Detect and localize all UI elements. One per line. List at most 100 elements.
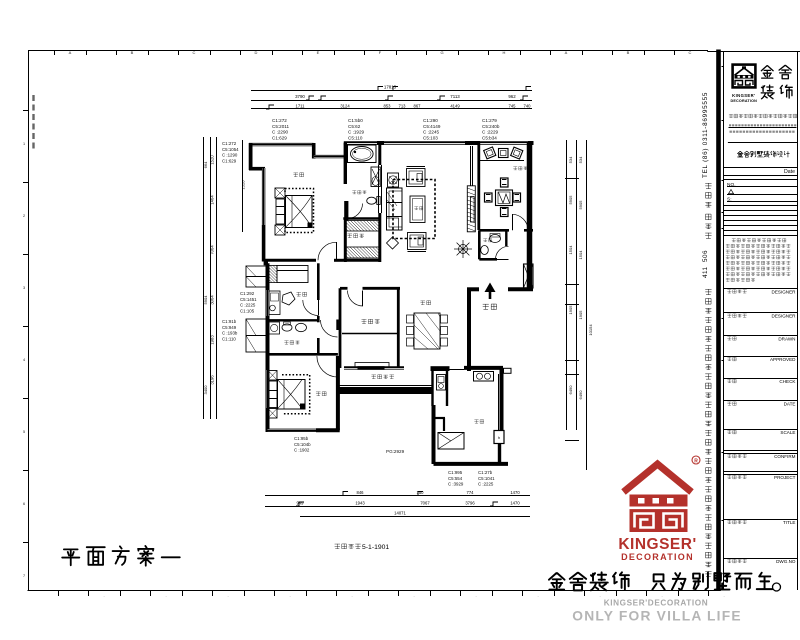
svg-text:745: 745 [509, 104, 517, 109]
svg-text:C: C [689, 50, 692, 55]
svg-text:.: . [227, 593, 228, 598]
svg-text:C :193b: C :193b [222, 331, 238, 336]
svg-text:.: . [661, 593, 662, 598]
svg-text:C5:4149: C5:4149 [423, 124, 441, 129]
svg-text:3790: 3790 [295, 94, 305, 99]
svg-text:1464: 1464 [210, 195, 215, 205]
svg-text:14071: 14071 [394, 511, 406, 516]
svg-text:1520: 1520 [241, 180, 246, 190]
svg-text:APPROVED: APPROVED [770, 357, 796, 362]
svg-text:1905: 1905 [578, 310, 583, 320]
svg-text:C1:629: C1:629 [272, 135, 287, 140]
svg-text:C1:290: C1:290 [423, 118, 438, 123]
svg-text:1711: 1711 [295, 104, 305, 109]
svg-text:C :1290: C :1290 [222, 153, 238, 158]
svg-text:CONFIRM: CONFIRM [774, 454, 796, 459]
svg-text:PG:2929: PG:2929 [386, 449, 405, 454]
svg-text:2: 2 [23, 214, 25, 218]
svg-text:PROJECT: PROJECT [774, 475, 796, 480]
svg-text:A: A [565, 50, 568, 55]
svg-text:3124: 3124 [340, 104, 350, 109]
svg-text:3: 3 [23, 286, 25, 290]
svg-text:C5:1054: C5:1054 [222, 147, 239, 152]
svg-text:C :2229: C :2229 [482, 130, 499, 135]
svg-text:C :3929: C :3929 [448, 482, 464, 487]
svg-text:F: F [379, 50, 382, 55]
svg-text:C1:629: C1:629 [222, 158, 237, 163]
svg-text:5904: 5904 [203, 295, 208, 305]
svg-text:C5:110: C5:110 [348, 135, 363, 140]
svg-text:1504: 1504 [568, 245, 573, 255]
svg-text:S:: S: [727, 196, 732, 202]
svg-text:DECORATION: DECORATION [731, 99, 758, 103]
svg-text:949: 949 [297, 501, 305, 506]
svg-text:DESIGNER: DESIGNER [772, 314, 797, 319]
svg-text:4: 4 [23, 358, 25, 362]
svg-text:SCALE: SCALE [780, 430, 795, 435]
svg-text:.: . [103, 593, 104, 598]
svg-text:TITLE: TITLE [783, 520, 796, 525]
svg-text:C1:5b0: C1:5b0 [348, 118, 363, 123]
svg-text:17813: 17813 [384, 85, 397, 90]
svg-text:7067: 7067 [420, 501, 430, 506]
svg-text:C5:104b: C5:104b [294, 442, 311, 447]
svg-text:C5:b34: C5:b34 [482, 135, 497, 140]
svg-text:1905: 1905 [568, 305, 573, 315]
svg-text:1504: 1504 [578, 250, 583, 260]
svg-text:B: B [627, 50, 630, 55]
svg-text:1470: 1470 [510, 501, 520, 506]
svg-text:411: 411 [702, 266, 709, 278]
svg-text:150: 150 [417, 490, 425, 495]
svg-text:C5:554: C5:554 [448, 476, 463, 481]
svg-text:.: . [351, 593, 352, 598]
svg-text:C1:995: C1:995 [448, 470, 463, 475]
svg-text:5905: 5905 [568, 195, 573, 205]
svg-text:B: B [131, 50, 134, 55]
svg-text:C1:292: C1:292 [240, 291, 255, 296]
svg-text:DWG.NO: DWG.NO [776, 559, 796, 564]
svg-text:DESIGNER: DESIGNER [772, 289, 797, 294]
svg-text:534: 534 [578, 156, 583, 163]
svg-text:C1:91b: C1:91b [222, 319, 237, 324]
svg-text:713: 713 [399, 104, 407, 109]
svg-text:1: 1 [23, 142, 25, 146]
svg-text:C1:95b: C1:95b [294, 436, 309, 441]
svg-text:C5:62: C5:62 [348, 124, 361, 129]
svg-text:740: 740 [524, 104, 532, 109]
svg-text:5905: 5905 [578, 200, 583, 210]
svg-text:1943: 1943 [355, 501, 365, 506]
svg-text:3196: 3196 [210, 375, 215, 385]
svg-text:C1:27b: C1:27b [478, 470, 493, 475]
svg-text:10154: 10154 [588, 324, 593, 336]
svg-text:DECORATION: DECORATION [621, 552, 694, 562]
svg-text:TEL (86) 0311-86995555: TEL (86) 0311-86995555 [702, 92, 709, 178]
svg-text:.: . [413, 593, 414, 598]
svg-text:867: 867 [414, 104, 422, 109]
svg-text:534: 534 [568, 156, 573, 163]
svg-text:846: 846 [357, 490, 365, 495]
svg-text:7113: 7113 [450, 94, 460, 99]
svg-text:C :2245: C :2245 [423, 130, 440, 135]
svg-text:4149: 4149 [450, 104, 460, 109]
svg-text:.: . [165, 593, 166, 598]
svg-text:3064: 3064 [210, 295, 215, 305]
svg-text:C5:1451: C5:1451 [240, 297, 257, 302]
svg-text:h: h [498, 435, 500, 440]
svg-text:C1:272: C1:272 [272, 118, 287, 123]
svg-text:.: . [599, 593, 600, 598]
svg-text:C :1929: C :1929 [348, 130, 365, 135]
svg-text:1520: 1520 [210, 155, 215, 165]
svg-text:664: 664 [203, 161, 208, 168]
svg-text:.: . [475, 593, 476, 598]
svg-text:E: E [317, 50, 320, 55]
svg-text:G: G [440, 50, 443, 55]
svg-text:C5:240b: C5:240b [482, 124, 500, 129]
svg-text:CHECK: CHECK [779, 379, 796, 384]
svg-text:C1:279: C1:279 [482, 118, 497, 123]
svg-text:NO.: NO. [727, 182, 736, 188]
svg-text:H: H [503, 50, 506, 55]
svg-text:1983: 1983 [210, 335, 215, 345]
svg-text:774: 774 [467, 490, 475, 495]
svg-text:A: A [69, 50, 72, 55]
svg-text:DATE: DATE [784, 402, 796, 407]
